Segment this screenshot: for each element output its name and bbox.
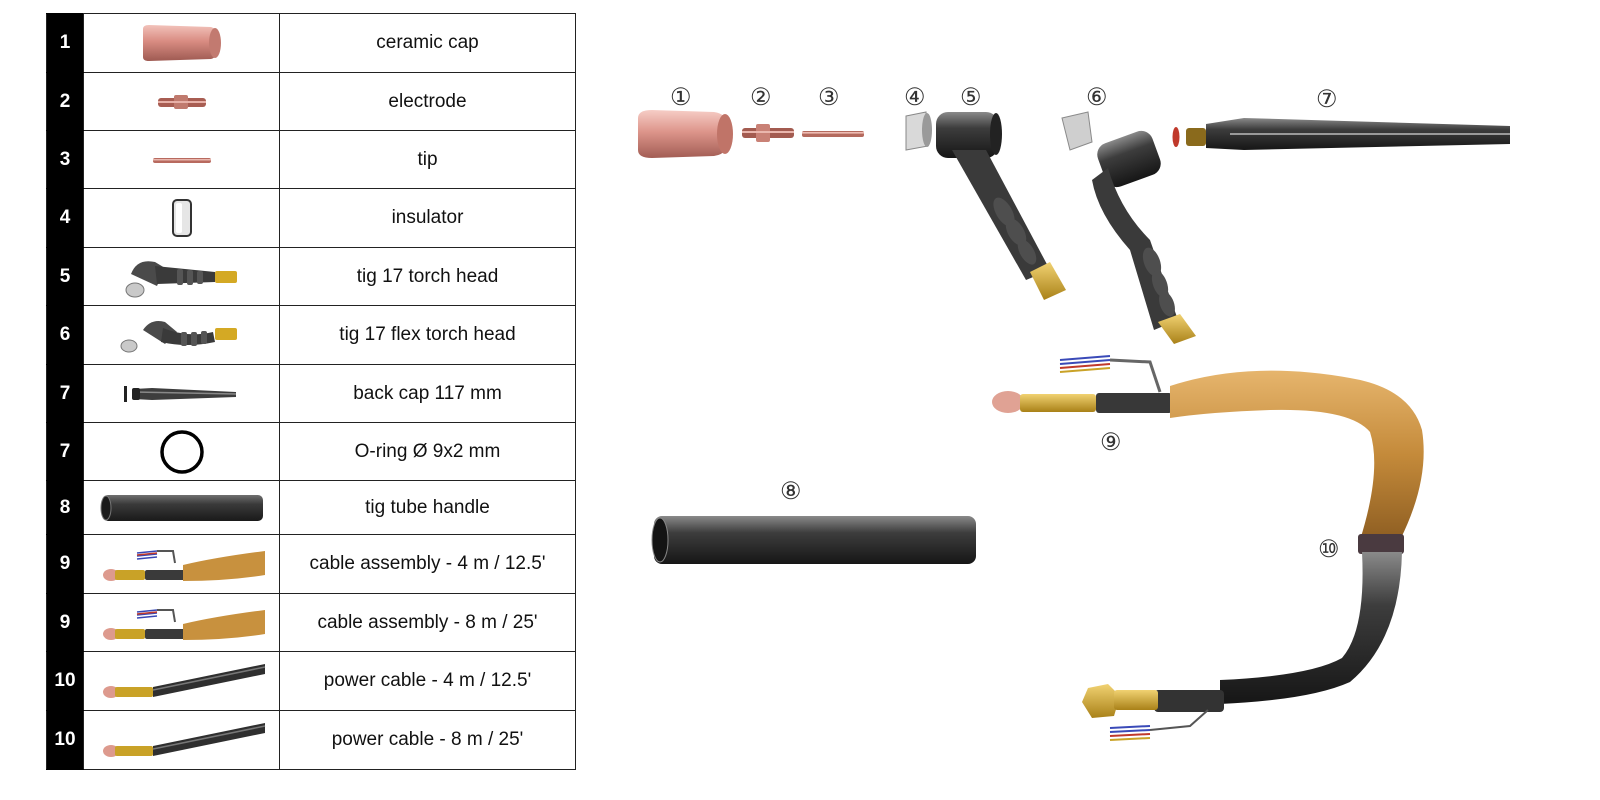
parts-table-row: 2 electrode: [46, 72, 576, 131]
cable-assembly-part: [992, 355, 1424, 540]
part-description: tip: [279, 130, 576, 189]
part-number: 8: [46, 480, 84, 535]
part-description: ceramic cap: [279, 13, 576, 73]
callout-2: ②: [750, 83, 772, 111]
power-cable-icon: [83, 651, 280, 711]
ceramic-cap-icon: [83, 13, 280, 73]
cable-assembly-icon: [83, 534, 280, 594]
parts-table-row: 8 tig tube handle: [46, 480, 576, 535]
callout-5: ⑤: [960, 83, 982, 111]
part-number: 9: [46, 593, 84, 652]
tube-handle-part: [651, 516, 976, 564]
part-description: electrode: [279, 72, 576, 131]
insulator-part: [905, 111, 932, 151]
part-number: 6: [46, 305, 84, 365]
insulator-icon: [83, 188, 280, 248]
cable-assembly-icon: [83, 593, 280, 652]
tip-icon: [83, 130, 280, 189]
part-description: cable assembly - 8 m / 25': [279, 593, 576, 652]
part-number: 7: [46, 422, 84, 481]
o-ring-icon: [83, 422, 280, 481]
electrode-icon: [83, 72, 280, 131]
part-description: cable assembly - 4 m / 12.5': [279, 534, 576, 594]
back-cap-icon: [83, 364, 280, 423]
callout-10: ⑩: [1318, 535, 1340, 563]
parts-table-row: 1 ceramic cap: [46, 13, 576, 73]
part-number: 1: [46, 13, 84, 73]
parts-table-row: 5 tig 17 torch head: [46, 247, 576, 306]
power-cable-part: [1082, 534, 1404, 741]
tip-part: [802, 131, 864, 137]
callout-6: ⑥: [1086, 83, 1108, 111]
diagram-drawing: [638, 110, 1510, 741]
back-cap-part: [1172, 118, 1510, 150]
callout-1: ①: [670, 83, 692, 111]
torch-head-icon: [83, 247, 280, 306]
part-description: tig 17 flex torch head: [279, 305, 576, 365]
parts-table-row: 10 power cable - 4 m / 12.5': [46, 651, 576, 711]
callout-4: ④: [904, 83, 926, 111]
tube-handle-icon: [83, 480, 280, 535]
part-description: power cable - 4 m / 12.5': [279, 651, 576, 711]
part-description: insulator: [279, 188, 576, 248]
flex-torch-head-part: [1061, 111, 1196, 344]
parts-table-row: 4 insulator: [46, 188, 576, 248]
part-number: 10: [46, 651, 84, 711]
part-description: tig tube handle: [279, 480, 576, 535]
parts-table-row: 7 back cap 117 mm: [46, 364, 576, 423]
part-number: 9: [46, 534, 84, 594]
part-number: 10: [46, 710, 84, 770]
flex-torch-head-icon: [83, 305, 280, 365]
ceramic-cap-part: [638, 110, 733, 158]
electrode-part: [742, 124, 794, 142]
part-number: 4: [46, 188, 84, 248]
callout-9: ⑨: [1100, 428, 1122, 456]
callout-8: ⑧: [780, 477, 802, 505]
callout-3: ③: [818, 83, 840, 111]
torch-head-part: [936, 112, 1066, 300]
parts-table-row: 9 cable assembly - 8 m / 25': [46, 593, 576, 652]
part-description: tig 17 torch head: [279, 247, 576, 306]
parts-table-row: 3 tip: [46, 130, 576, 189]
part-number: 3: [46, 130, 84, 189]
part-number: 5: [46, 247, 84, 306]
part-description: back cap 117 mm: [279, 364, 576, 423]
exploded-parts-diagram: ① ② ③ ④ ⑤ ⑥ ⑦ ⑧ ⑨ ⑩: [630, 0, 1600, 800]
callout-7: ⑦: [1316, 85, 1338, 113]
parts-table-row: 7 O-ring Ø 9x2 mm: [46, 422, 576, 481]
part-description: power cable - 8 m / 25': [279, 710, 576, 770]
part-number: 2: [46, 72, 84, 131]
power-cable-icon: [83, 710, 280, 770]
parts-table-row: 6 tig 17 flex torch head: [46, 305, 576, 365]
parts-table-row: 9 cable assembly - 4 m / 12.5': [46, 534, 576, 594]
parts-table-row: 10 power cable - 8 m / 25': [46, 710, 576, 770]
part-description: O-ring Ø 9x2 mm: [279, 422, 576, 481]
part-number: 7: [46, 364, 84, 423]
